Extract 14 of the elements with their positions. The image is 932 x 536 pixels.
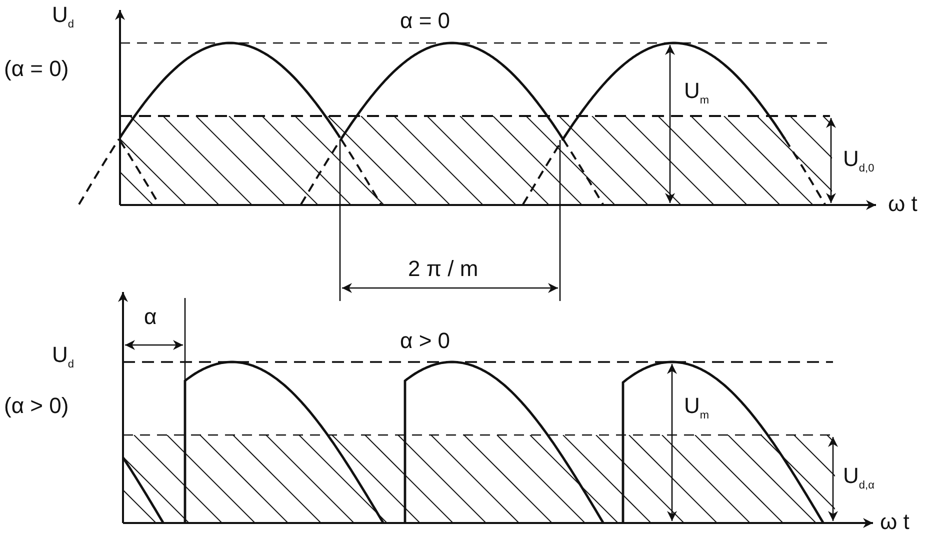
- condition-label: (α > 0): [4, 395, 69, 417]
- condition-label: (α = 0): [4, 58, 69, 80]
- dimension-label: 2 π / m: [408, 258, 478, 280]
- condition-label: α = 0: [400, 10, 450, 32]
- dimension-label: U$_{d,α}$: [843, 465, 874, 492]
- dimension-label: α: [144, 306, 157, 328]
- axis-label: U$_{d}$: [52, 4, 74, 30]
- dimension-label: U$_{m}$: [684, 80, 710, 106]
- dimension-label: U$_{d,0}$: [843, 148, 874, 174]
- axis-label: U$_{d}$: [52, 344, 74, 370]
- axis-label: ω t: [888, 193, 918, 215]
- dimension-label: U$_{m}$: [684, 395, 710, 422]
- condition-label: α > 0: [400, 330, 450, 352]
- axis-label: ω t: [880, 511, 910, 533]
